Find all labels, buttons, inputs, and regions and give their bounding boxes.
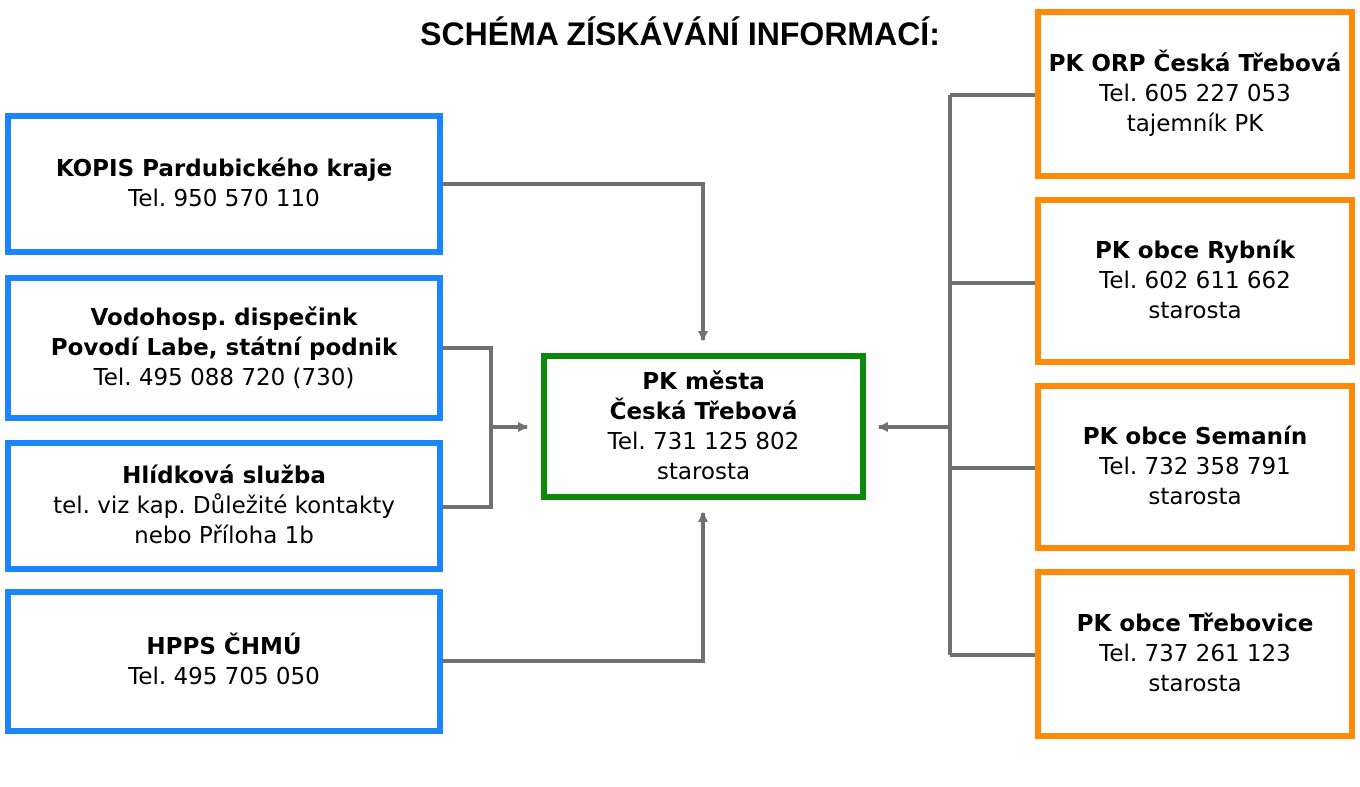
recipient-trebovice-name: PK obce Třebovice: [1076, 611, 1314, 637]
diagram-title: SCHÉMA ZÍSKÁVÁNÍ INFORMACÍ:: [420, 16, 940, 52]
connector-kopis: [442, 182, 708, 341]
recipient-trebovice-role: starosta: [1148, 671, 1242, 697]
recipient-semanin-phone: Tel. 732 358 791: [1099, 454, 1291, 480]
source-hlidkova-note: tel. viz kap. Důležité kontakty: [53, 493, 395, 519]
source-kopis-name: KOPIS Pardubického kraje: [55, 156, 393, 182]
recipient-box-orp: PK ORP Česká Třebová Tel. 605 227 053 ta…: [1035, 9, 1355, 179]
connector-hpps: [442, 512, 708, 663]
source-vodohosp-phone: Tel. 495 088 720 (730): [93, 365, 355, 391]
source-hlidkova-note2: nebo Příloha 1b: [134, 523, 314, 549]
recipient-semanin-role: starosta: [1148, 484, 1242, 510]
recipient-rybnik-phone: Tel. 602 611 662: [1099, 268, 1291, 294]
recipient-semanin-name: PK obce Semanín: [1082, 424, 1308, 450]
source-vodohosp-org: Povodí Labe, státní podnik: [50, 335, 398, 361]
source-box-kopis: KOPIS Pardubického kraje Tel. 950 570 11…: [5, 113, 443, 255]
center-box: PK města Česká Třebová Tel. 731 125 802 …: [541, 353, 866, 500]
recipient-box-trebovice: PK obce Třebovice Tel. 737 261 123 staro…: [1035, 569, 1355, 739]
recipient-box-semanin: PK obce Semanín Tel. 732 358 791 starost…: [1035, 383, 1355, 551]
connector-vodohosp: [442, 346, 493, 509]
source-hlidkova-name: Hlídková služba: [122, 463, 326, 489]
recipient-orp-role: tajemník PK: [1126, 111, 1264, 137]
center-phone: Tel. 731 125 802: [607, 428, 800, 455]
source-vodohosp-name: Vodohosp. dispečink: [90, 305, 358, 331]
center-name: PK města: [642, 368, 765, 395]
source-box-vodohosp: Vodohosp. dispečink Povodí Labe, státní …: [5, 275, 443, 421]
recipient-trebovice-phone: Tel. 737 261 123: [1099, 641, 1291, 667]
recipient-box-rybnik: PK obce Rybník Tel. 602 611 662 starosta: [1035, 197, 1355, 365]
source-box-hpps: HPPS ČHMÚ Tel. 495 705 050: [5, 589, 443, 734]
source-hpps-name: HPPS ČHMÚ: [146, 633, 302, 660]
source-hpps-phone: Tel. 495 705 050: [128, 663, 320, 690]
center-role: starosta: [656, 458, 751, 485]
recipient-rybnik-name: PK obce Rybník: [1095, 238, 1295, 264]
recipient-orp-phone: Tel. 605 227 053: [1099, 81, 1291, 107]
recipient-orp-name: PK ORP Česká Třebová: [1048, 51, 1342, 77]
recipient-rybnik-role: starosta: [1148, 298, 1242, 324]
source-kopis-phone: Tel. 950 570 110: [128, 186, 320, 212]
center-city: Česká Třebová: [609, 398, 798, 425]
source-box-hlidkova: Hlídková služba tel. viz kap. Důležité k…: [5, 440, 443, 572]
